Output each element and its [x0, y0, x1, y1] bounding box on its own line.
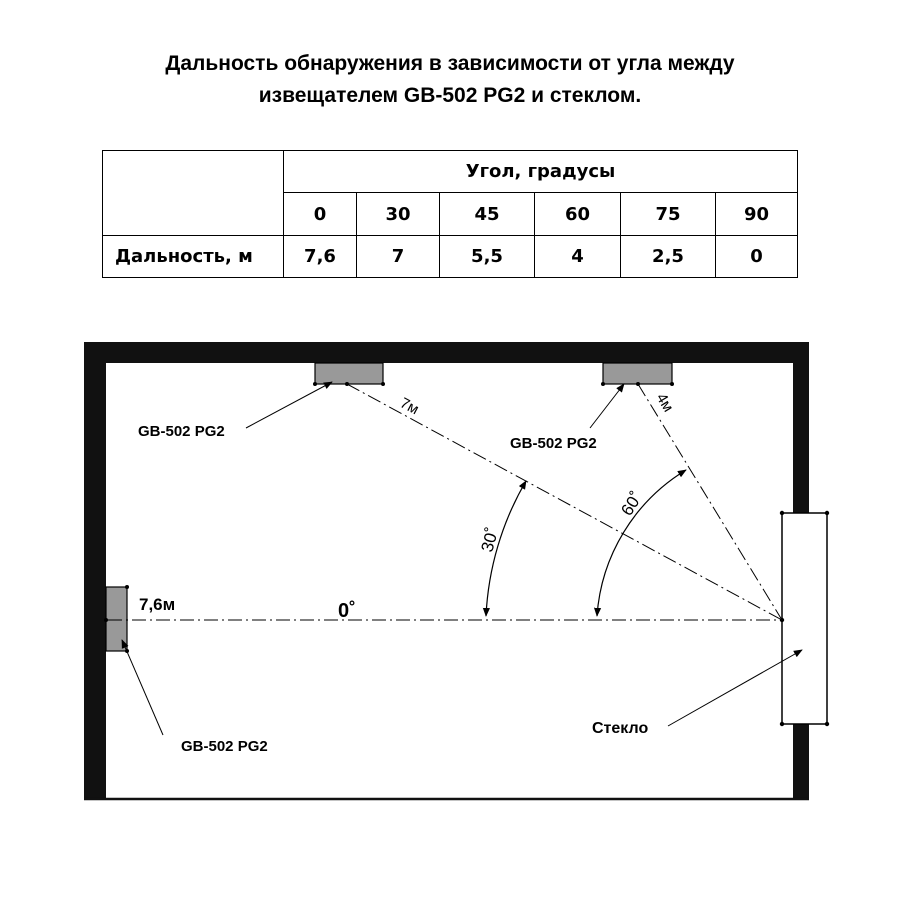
detection-line-60deg — [637, 383, 783, 621]
detector-dot — [670, 382, 674, 386]
detector-body — [105, 586, 128, 652]
detector-left — [104, 585, 129, 653]
range-cell: 0 — [715, 235, 798, 278]
range-row-label: Дальность, м — [102, 235, 284, 278]
distance-label-76m: 7,6м — [139, 595, 175, 614]
detector-top-left — [313, 362, 385, 386]
detector-label-top-left: GB-502 PG2 — [138, 423, 225, 440]
range-cell: 4 — [534, 235, 621, 278]
table-row-angle-header: Угол, градусы — [102, 150, 798, 236]
angle-cell: 30 — [356, 192, 440, 236]
wall-right-upper — [793, 342, 809, 513]
angle-header: Угол, градусы — [283, 150, 798, 193]
angle-label-60: 60˚ — [617, 488, 646, 519]
range-cell: 7 — [356, 235, 440, 278]
glass-pane — [781, 512, 828, 725]
angle-label-30: 30˚ — [478, 525, 503, 554]
wall-right-lower — [793, 724, 809, 800]
leader-lines — [121, 381, 803, 736]
range-cell: 7,6 — [283, 235, 357, 278]
angle-arc-30 — [482, 480, 527, 617]
detector-dot — [125, 585, 129, 589]
detection-line-30deg — [346, 383, 783, 621]
leader-left — [121, 639, 164, 736]
glass-contact-dot — [779, 617, 785, 623]
angle-label-0: 0˚ — [338, 599, 356, 622]
title-line-2: извещателем GB-502 PG2 и стеклом. — [258, 84, 642, 107]
glass — [779, 510, 830, 727]
detector-dot — [104, 618, 108, 622]
glass-corner-dot — [824, 510, 830, 516]
leader-glass — [667, 649, 803, 727]
angle-arc-60 — [593, 469, 687, 617]
distance-label-7m: 7м — [397, 395, 421, 419]
table-corner-cell — [102, 150, 284, 236]
angle-cell: 45 — [439, 192, 535, 236]
wall-left — [84, 342, 106, 800]
angle-cell: 90 — [715, 192, 798, 236]
angle-cell: 0 — [283, 192, 357, 236]
detector-label-left: GB-502 PG2 — [181, 738, 268, 755]
glass-corner-dot — [779, 510, 785, 516]
detector-dot — [601, 382, 605, 386]
detector-dot — [313, 382, 317, 386]
angle-cell: 75 — [620, 192, 716, 236]
detector-body — [314, 362, 384, 385]
detector-body — [602, 362, 673, 385]
distance-label-4m: 4м — [653, 390, 677, 415]
page-title: Дальность обнаружения в зависимости от у… — [0, 48, 900, 112]
table-row-ranges: Дальность, м 7,6 7 5,5 4 2,5 0 — [102, 235, 798, 278]
leader-top-right — [589, 383, 625, 429]
detector-dot — [381, 382, 385, 386]
leader-top-left — [245, 381, 333, 429]
table-row-angles: 0 30 45 60 75 90 — [103, 192, 798, 236]
title-line-1: Дальность обнаружения в зависимости от у… — [165, 52, 735, 75]
wall-top — [84, 342, 809, 363]
detector-top-right — [601, 362, 674, 386]
glass-corner-dot — [779, 721, 785, 727]
range-cell: 2,5 — [620, 235, 716, 278]
detector-label-top-right: GB-502 PG2 — [510, 435, 597, 452]
range-table: Угол, градусы 0 30 45 60 75 90 Дальность… — [102, 150, 798, 278]
glass-label: Стекло — [592, 720, 648, 737]
detection-lines — [108, 383, 783, 621]
glass-corner-dot — [824, 721, 830, 727]
room-walls — [84, 342, 809, 800]
